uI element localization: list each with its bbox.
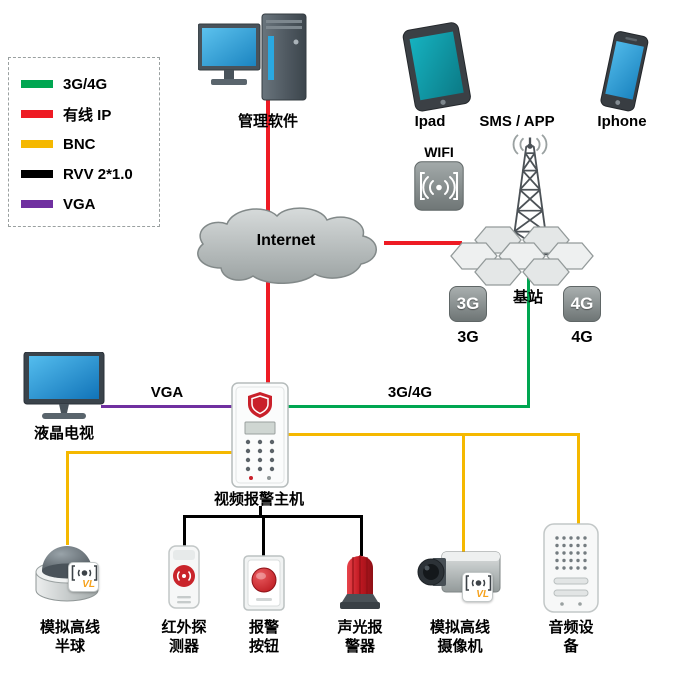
edge-host-dome-vertical <box>66 451 69 545</box>
edge-host-boxcamera-vertical <box>462 433 465 552</box>
dome-camera-label: 模拟高线 半球 <box>39 619 100 655</box>
legend-label: RVV 2*1.0 <box>63 165 133 183</box>
alarm-host-label: 视频报警主机 <box>213 491 304 508</box>
edge-host-right-horizontal <box>287 433 580 436</box>
analog-camera-vl-badge: VL <box>462 572 493 602</box>
legend-swatch-yellow <box>21 140 53 148</box>
edge-computer-internet <box>266 100 270 245</box>
edge-bus-button-vertical <box>262 515 265 558</box>
legend-item-bnc: BNC <box>21 129 159 159</box>
legend-swatch-red <box>21 110 53 118</box>
edge-internet-host <box>266 278 270 392</box>
badge-4g: 4G <box>563 286 601 322</box>
alarm-button-label: 报警 按钮 <box>248 619 279 655</box>
3g4g-edge-label: 3G/4G <box>387 384 433 401</box>
ipad-icon <box>390 22 482 114</box>
desktop-computer-icon <box>197 12 322 106</box>
hexagon-cells-icon <box>446 226 596 286</box>
edge-bus-ir-vertical <box>183 515 186 548</box>
internet-label: Internet <box>256 232 316 249</box>
edge-host-dome-horizontal <box>66 451 234 454</box>
vga-edge-label: VGA <box>150 384 184 401</box>
legend-swatch-green <box>21 80 53 88</box>
sms-app-label: SMS / APP <box>479 113 555 130</box>
dome-camera-vl-badge: VL <box>68 562 99 592</box>
sound-light-alarm-icon <box>336 544 384 612</box>
alarm-button-icon <box>242 554 286 612</box>
edge-host-down-vertical <box>259 506 262 518</box>
edge-basestation-host-horizontal <box>287 405 530 408</box>
analog-camera-label: 模拟高线 摄像机 <box>429 619 490 655</box>
legend-swatch-black <box>21 170 53 178</box>
edge-internet-basestation <box>384 241 462 245</box>
ir-detector-icon <box>164 544 204 612</box>
legend-item-3g4g: 3G/4G <box>21 69 159 99</box>
internet-cloud-icon <box>183 202 390 290</box>
base-station-label: 基站 <box>512 289 543 306</box>
wifi-router-icon <box>414 161 464 211</box>
lcd-tv-label: 液晶电视 <box>33 425 94 442</box>
iphone-icon <box>590 30 656 116</box>
edge-black-bus-horizontal <box>183 515 363 518</box>
sound-light-alarm-label: 声光报 警器 <box>337 619 383 655</box>
legend-label: 3G/4G <box>63 75 108 93</box>
edge-tv-host-vga <box>101 405 234 408</box>
edge-host-audio-vertical <box>577 433 580 528</box>
badge-3g: 3G <box>449 286 487 322</box>
wifi-label: WIFI <box>424 144 454 160</box>
legend-label: VGA <box>63 195 96 213</box>
iphone-label: Iphone <box>597 113 647 130</box>
legend-label: BNC <box>63 135 96 153</box>
edge-basestation-host-vertical <box>527 268 530 408</box>
camera-glyph-icon <box>465 575 492 591</box>
ipad-label: Ipad <box>414 113 446 130</box>
legend-item-rvv: RVV 2*1.0 <box>21 159 159 189</box>
management-software-label: 管理软件 <box>237 113 298 130</box>
legend: 3G/4G 有线 IP BNC RVV 2*1.0 VGA <box>8 57 160 227</box>
ir-detector-label: 红外探 测器 <box>161 619 207 655</box>
audio-device-icon <box>540 522 602 614</box>
audio-device-label: 音频设 备 <box>548 619 594 655</box>
vl-badge-text: VL <box>476 589 489 600</box>
alarm-host-icon <box>231 382 289 488</box>
legend-item-wired-ip: 有线 IP <box>21 99 159 129</box>
edge-bus-siren-vertical <box>360 515 363 556</box>
vl-badge-text: VL <box>82 579 95 590</box>
label-4g: 4G <box>571 329 593 346</box>
label-3g: 3G <box>457 329 479 346</box>
camera-glyph-icon <box>71 565 98 581</box>
legend-label: 有线 IP <box>63 106 112 124</box>
lcd-tv-icon <box>22 351 106 424</box>
legend-swatch-purple <box>21 200 53 208</box>
legend-item-vga: VGA <box>21 189 159 219</box>
